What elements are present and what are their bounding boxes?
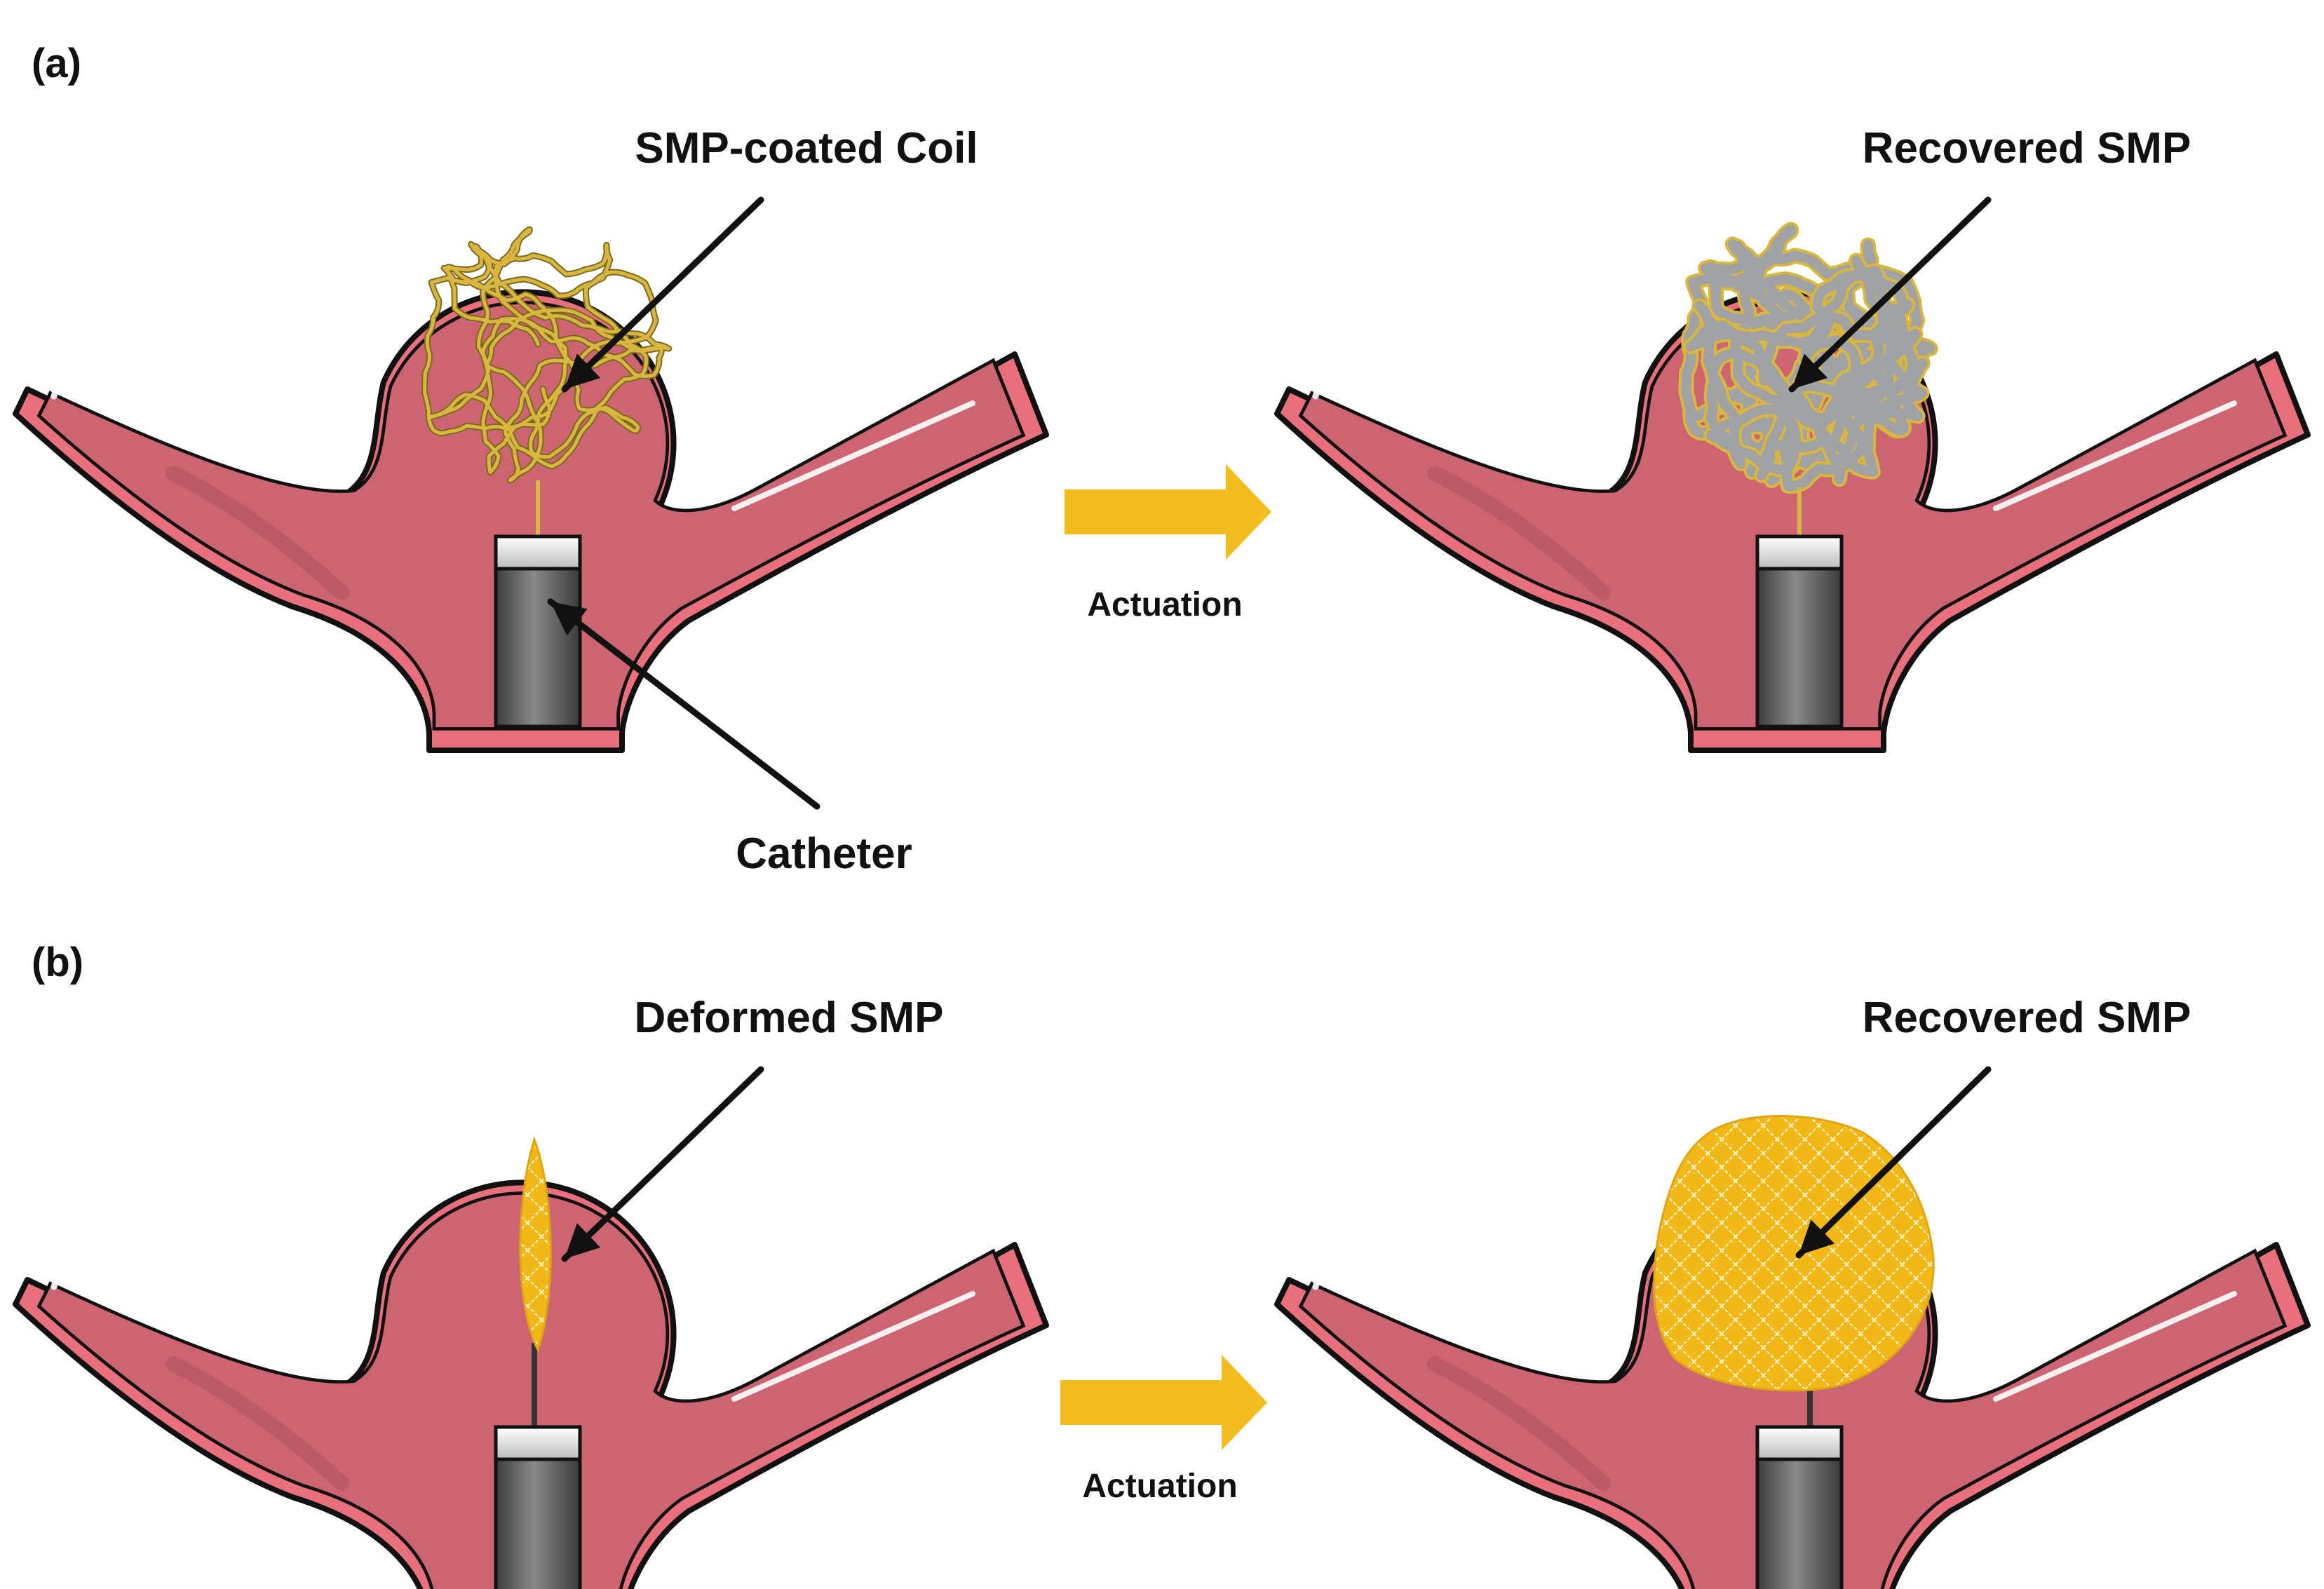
catheter-tip: [494, 534, 582, 571]
label-catheter: Catheter: [736, 830, 912, 878]
coil-core: [423, 227, 671, 482]
vessel-shadow: [165, 1356, 349, 1491]
vessel-lumen: [36, 301, 1026, 731]
vessel-lumen: [1298, 301, 2288, 731]
catheter-body: [494, 567, 582, 729]
vessel-highlight: [50, 1248, 79, 1290]
pointer-recovered-a: [1788, 196, 1992, 393]
vessel-highlight: [50, 358, 79, 400]
recovered-smp-mesh: [1653, 1115, 1935, 1392]
vessel-lumen: [36, 1191, 1026, 1589]
actuation-arrow: [1065, 464, 1271, 560]
catheter-body: [494, 1457, 582, 1589]
pointer-recovered-b-head: [1799, 1219, 1835, 1255]
pointer-recovered-b: [1795, 1066, 1992, 1259]
vessel-highlight: [1312, 1248, 1340, 1290]
label-smp-coated-coil: SMP-coated Coil: [635, 124, 978, 173]
pointer-catheter-head: [550, 602, 588, 636]
coil-foam-2: [1686, 255, 1928, 492]
recovered-smp-coil: [1678, 222, 1938, 494]
panel-a-before-drawing: [13, 226, 1049, 753]
vessel-shadow: [1427, 466, 1611, 600]
pointer-coil-head: [565, 353, 601, 389]
catheter-body: [1755, 1457, 1844, 1589]
panel-b-after-drawing: [1274, 1115, 2311, 1589]
pointer-deformed-head: [565, 1223, 601, 1259]
label-recovered-smp-b: Recovered SMP: [1863, 994, 2191, 1042]
vessel-shadow: [165, 466, 349, 600]
pointer-catheter: [547, 598, 820, 810]
vessel-highlight: [731, 1291, 975, 1402]
catheter-body: [1755, 567, 1844, 729]
vessel-highlight: [731, 400, 975, 511]
pointer-coil: [561, 196, 764, 393]
vessel-shadow: [1427, 1356, 1611, 1491]
actuation-arrow: [1060, 1355, 1267, 1450]
panel-b-before-drawing: [13, 1136, 1049, 1589]
panel-tag-a: (a): [32, 41, 81, 86]
label-actuation-b: Actuation: [1082, 1468, 1237, 1505]
pointer-deformed: [561, 1066, 764, 1262]
vessel-highlight: [1993, 1291, 2237, 1402]
label-deformed-smp: Deformed SMP: [635, 994, 944, 1042]
deformed-smp: [519, 1136, 552, 1353]
catheter-tip: [1755, 1425, 1844, 1461]
smp-coated-coil: [421, 226, 673, 484]
vessel-highlight: [1312, 358, 1340, 400]
panel-tag-b: (b): [32, 940, 83, 985]
label-recovered-smp-a: Recovered SMP: [1863, 124, 2191, 173]
catheter-tip: [494, 1425, 582, 1461]
label-actuation-a: Actuation: [1087, 586, 1242, 623]
pointer-recovered-a-head: [1792, 353, 1828, 389]
vessel-highlight: [1993, 400, 2237, 511]
panel-a-after-drawing: [1274, 222, 2311, 753]
catheter-tip: [1755, 534, 1844, 571]
